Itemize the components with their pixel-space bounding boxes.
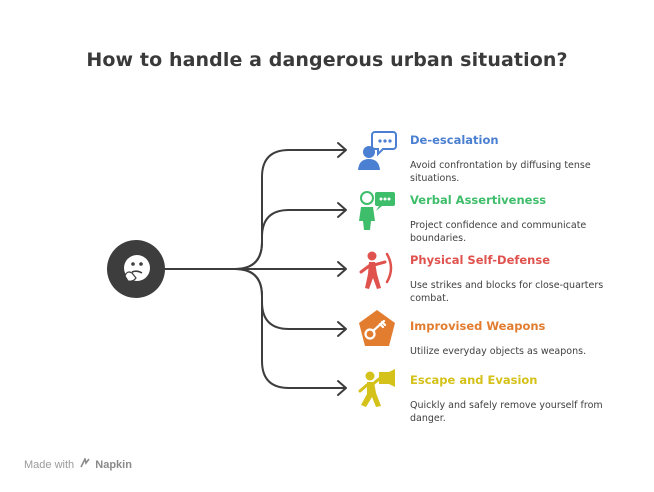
arrowhead-3 [337, 261, 347, 277]
key-pentagon-icon [359, 310, 395, 346]
thinking-face-icon [124, 255, 150, 282]
fighter-icon [359, 251, 393, 289]
arrowhead-1 [337, 142, 347, 158]
item-description: Quickly and safely remove yourself from … [410, 400, 603, 424]
item-verbal-assertiveness: Verbal Assertiveness Project confidence … [410, 193, 640, 245]
speaking-person-icon [359, 191, 395, 230]
item-title: Improvised Weapons [410, 319, 546, 333]
arrowhead-4 [337, 321, 347, 337]
connector-improvised-weapons [234, 268, 346, 330]
footer-prefix: Made with [24, 459, 75, 471]
napkin-logo-icon [80, 456, 90, 468]
running-person-icon [358, 369, 395, 407]
item-description: Project confidence and communicate bound… [410, 220, 587, 244]
central-hub [107, 240, 165, 298]
footer-brand[interactable]: Napkin [95, 459, 132, 471]
connector-verbal-assertiveness [164, 209, 346, 270]
item-description: Avoid confrontation by diffusing tense s… [410, 160, 591, 184]
connector-escape-evasion [234, 268, 346, 389]
item-de-escalation: De-escalation Avoid confrontation by dif… [410, 133, 640, 185]
arrowhead-2 [337, 202, 347, 218]
item-title: Escape and Evasion [410, 373, 538, 387]
footer-credit: Made with Napkin [24, 456, 132, 471]
item-title: Verbal Assertiveness [410, 193, 547, 207]
arrowhead-5 [337, 380, 347, 396]
item-title: De-escalation [410, 133, 499, 147]
item-description: Use strikes and blocks for close-quarter… [410, 280, 604, 304]
item-physical-self-defense: Physical Self-Defense Use strikes and bl… [410, 253, 640, 305]
conversation-icon [358, 131, 397, 170]
item-improvised-weapons: Improvised Weapons Utilize everyday obje… [410, 319, 640, 359]
item-title: Physical Self-Defense [410, 253, 550, 267]
item-escape-evasion: Escape and Evasion Quickly and safely re… [410, 373, 640, 425]
item-description: Utilize everyday objects as weapons. [410, 346, 587, 357]
page-title: How to handle a dangerous urban situatio… [86, 49, 568, 71]
